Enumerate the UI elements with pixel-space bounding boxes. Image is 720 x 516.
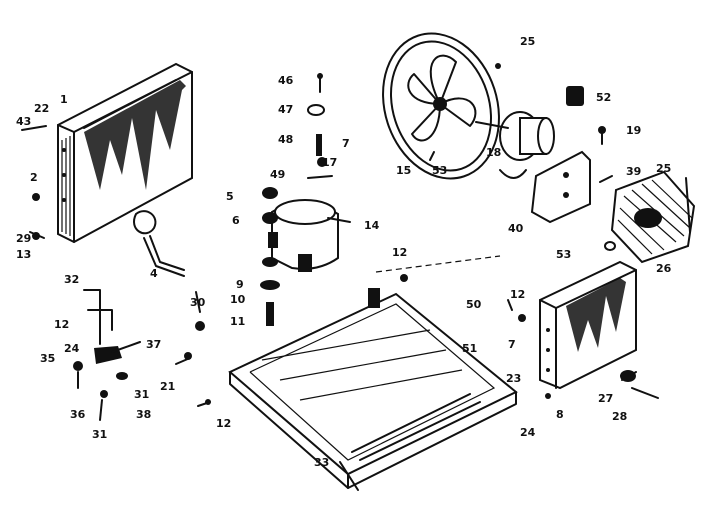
control-valve [73, 289, 141, 421]
callout-5: 5 [226, 190, 234, 203]
callout-43: 43 [16, 115, 31, 128]
callout-49: 49 [270, 168, 285, 181]
evaporator-coil [539, 260, 659, 399]
callout-48: 48 [278, 133, 293, 146]
callout-13: 13 [16, 248, 31, 261]
callout-12-left: 12 [54, 318, 69, 331]
callout-29: 29 [16, 232, 31, 245]
condenser-coil [57, 62, 193, 244]
compressor-hardware [175, 73, 333, 365]
callout-15: 15 [396, 164, 411, 177]
tube-bend [133, 210, 185, 277]
callout-14: 14 [364, 219, 380, 232]
callout-6: 6 [232, 214, 240, 227]
callout-12-bottom: 12 [216, 417, 231, 430]
callout-52: 52 [596, 91, 611, 104]
fan-blade [382, 32, 500, 180]
callout-21: 21 [160, 380, 175, 393]
callout-40: 40 [508, 222, 524, 235]
callout-7-right: 7 [508, 338, 516, 351]
callout-53-right: 53 [556, 248, 571, 261]
callout-labels: 1 22 43 2 29 13 4 46 47 48 7 17 49 5 6 1… [16, 35, 672, 469]
callout-31-lower: 31 [92, 428, 107, 441]
callout-28: 28 [612, 410, 627, 423]
callout-47: 47 [278, 103, 293, 116]
fan-motor [475, 111, 591, 224]
blower-wheel [610, 170, 696, 264]
callout-35: 35 [40, 352, 55, 365]
callout-8: 8 [556, 408, 564, 421]
callout-9: 9 [236, 278, 244, 291]
base-pan [228, 255, 518, 491]
callout-11: 11 [230, 315, 245, 328]
callout-26: 26 [656, 262, 672, 275]
callout-38: 38 [136, 408, 151, 421]
callout-53-top: 53 [432, 164, 447, 177]
callout-50: 50 [466, 298, 482, 311]
callout-18: 18 [486, 146, 501, 159]
callout-37: 37 [146, 338, 161, 351]
callout-25-top: 25 [520, 35, 535, 48]
callout-30: 30 [190, 296, 206, 309]
callout-31-upper: 31 [134, 388, 149, 401]
callout-24-left: 24 [64, 342, 80, 355]
left-fasteners [21, 125, 47, 240]
callout-25-right: 25 [656, 162, 671, 175]
callout-19: 19 [626, 124, 641, 137]
callout-51: 51 [462, 342, 477, 355]
callout-27: 27 [598, 392, 613, 405]
callout-7: 7 [342, 137, 350, 150]
callout-36: 36 [70, 408, 86, 421]
callout-12-right: 12 [510, 288, 525, 301]
callout-1: 1 [60, 93, 68, 106]
callout-24-right: 24 [520, 426, 536, 439]
callout-22: 22 [34, 102, 49, 115]
callout-10: 10 [230, 293, 246, 306]
callout-17: 17 [322, 156, 337, 169]
callout-12-center: 12 [392, 246, 407, 259]
callout-4: 4 [150, 267, 158, 280]
callout-39: 39 [626, 165, 641, 178]
callout-32: 32 [64, 273, 79, 286]
misc-screws [197, 63, 616, 407]
compressor [268, 199, 351, 272]
callout-33: 33 [314, 456, 329, 469]
callout-23: 23 [506, 372, 521, 385]
callout-46: 46 [278, 74, 294, 87]
callout-2: 2 [30, 171, 38, 184]
